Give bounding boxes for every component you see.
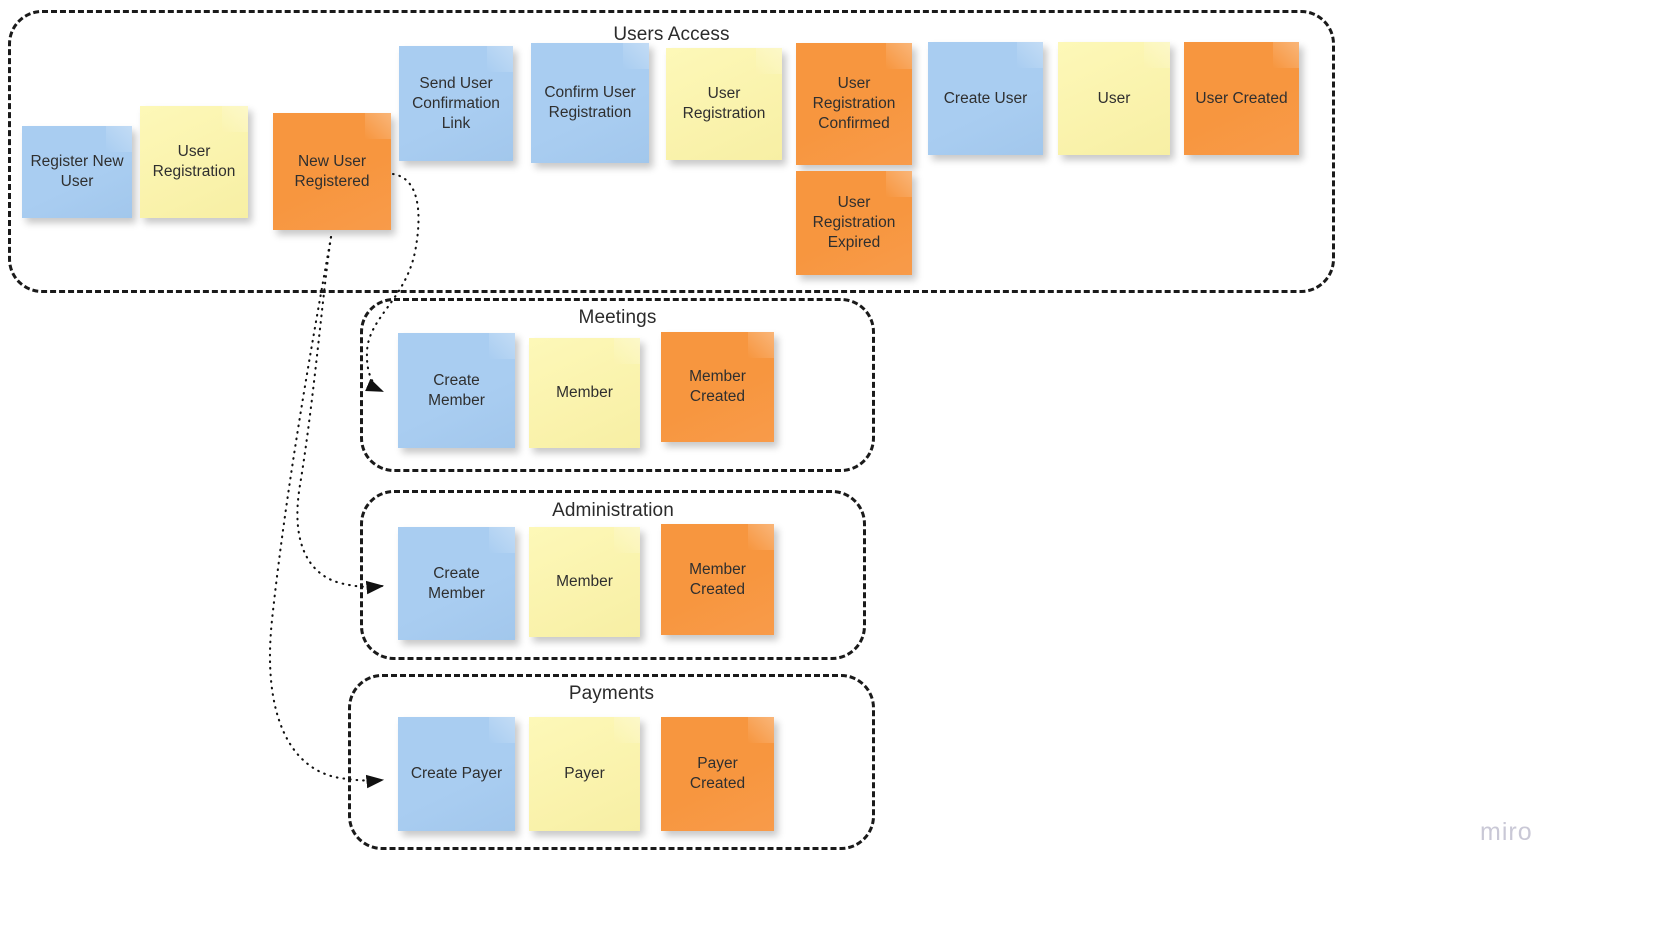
group-title-users-access: Users Access xyxy=(613,24,730,45)
sticky-note-user-registration-2[interactable]: User Registration xyxy=(666,48,782,160)
sticky-note-user-registration-expired[interactable]: User Registration Expired xyxy=(796,171,912,275)
group-users-access[interactable] xyxy=(8,10,1335,293)
sticky-note-create-user[interactable]: Create User xyxy=(928,42,1043,155)
sticky-note-user-registration-confirmed[interactable]: User Registration Confirmed xyxy=(796,43,912,165)
sticky-note-send-user-confirmation-link[interactable]: Send User Confirmation Link xyxy=(399,46,513,161)
group-title-administration: Administration xyxy=(552,500,674,521)
sticky-note-register-new-user[interactable]: Register New User xyxy=(22,126,132,218)
sticky-note-payments-payer[interactable]: Payer xyxy=(529,717,640,831)
group-title-payments: Payments xyxy=(568,683,655,704)
sticky-note-new-user-registered[interactable]: New User Registered xyxy=(273,113,391,230)
group-title-meetings: Meetings xyxy=(578,307,657,328)
sticky-note-payments-create-payer[interactable]: Create Payer xyxy=(398,717,515,831)
sticky-note-administration-create-member[interactable]: Create Member xyxy=(398,527,515,640)
sticky-note-meetings-member[interactable]: Member xyxy=(529,338,640,448)
miro-watermark: miro xyxy=(1480,818,1533,846)
sticky-note-administration-member-created[interactable]: Member Created xyxy=(661,524,774,635)
sticky-note-administration-member[interactable]: Member xyxy=(529,527,640,637)
sticky-note-meetings-create-member[interactable]: Create Member xyxy=(398,333,515,448)
sticky-note-confirm-user-registration[interactable]: Confirm User Registration xyxy=(531,43,649,163)
sticky-note-payments-payer-created[interactable]: Payer Created xyxy=(661,717,774,831)
sticky-note-meetings-member-created[interactable]: Member Created xyxy=(661,332,774,442)
sticky-note-user-created[interactable]: User Created xyxy=(1184,42,1299,155)
sticky-note-user-aggregate[interactable]: User xyxy=(1058,42,1170,155)
sticky-note-user-registration-1[interactable]: User Registration xyxy=(140,106,248,218)
